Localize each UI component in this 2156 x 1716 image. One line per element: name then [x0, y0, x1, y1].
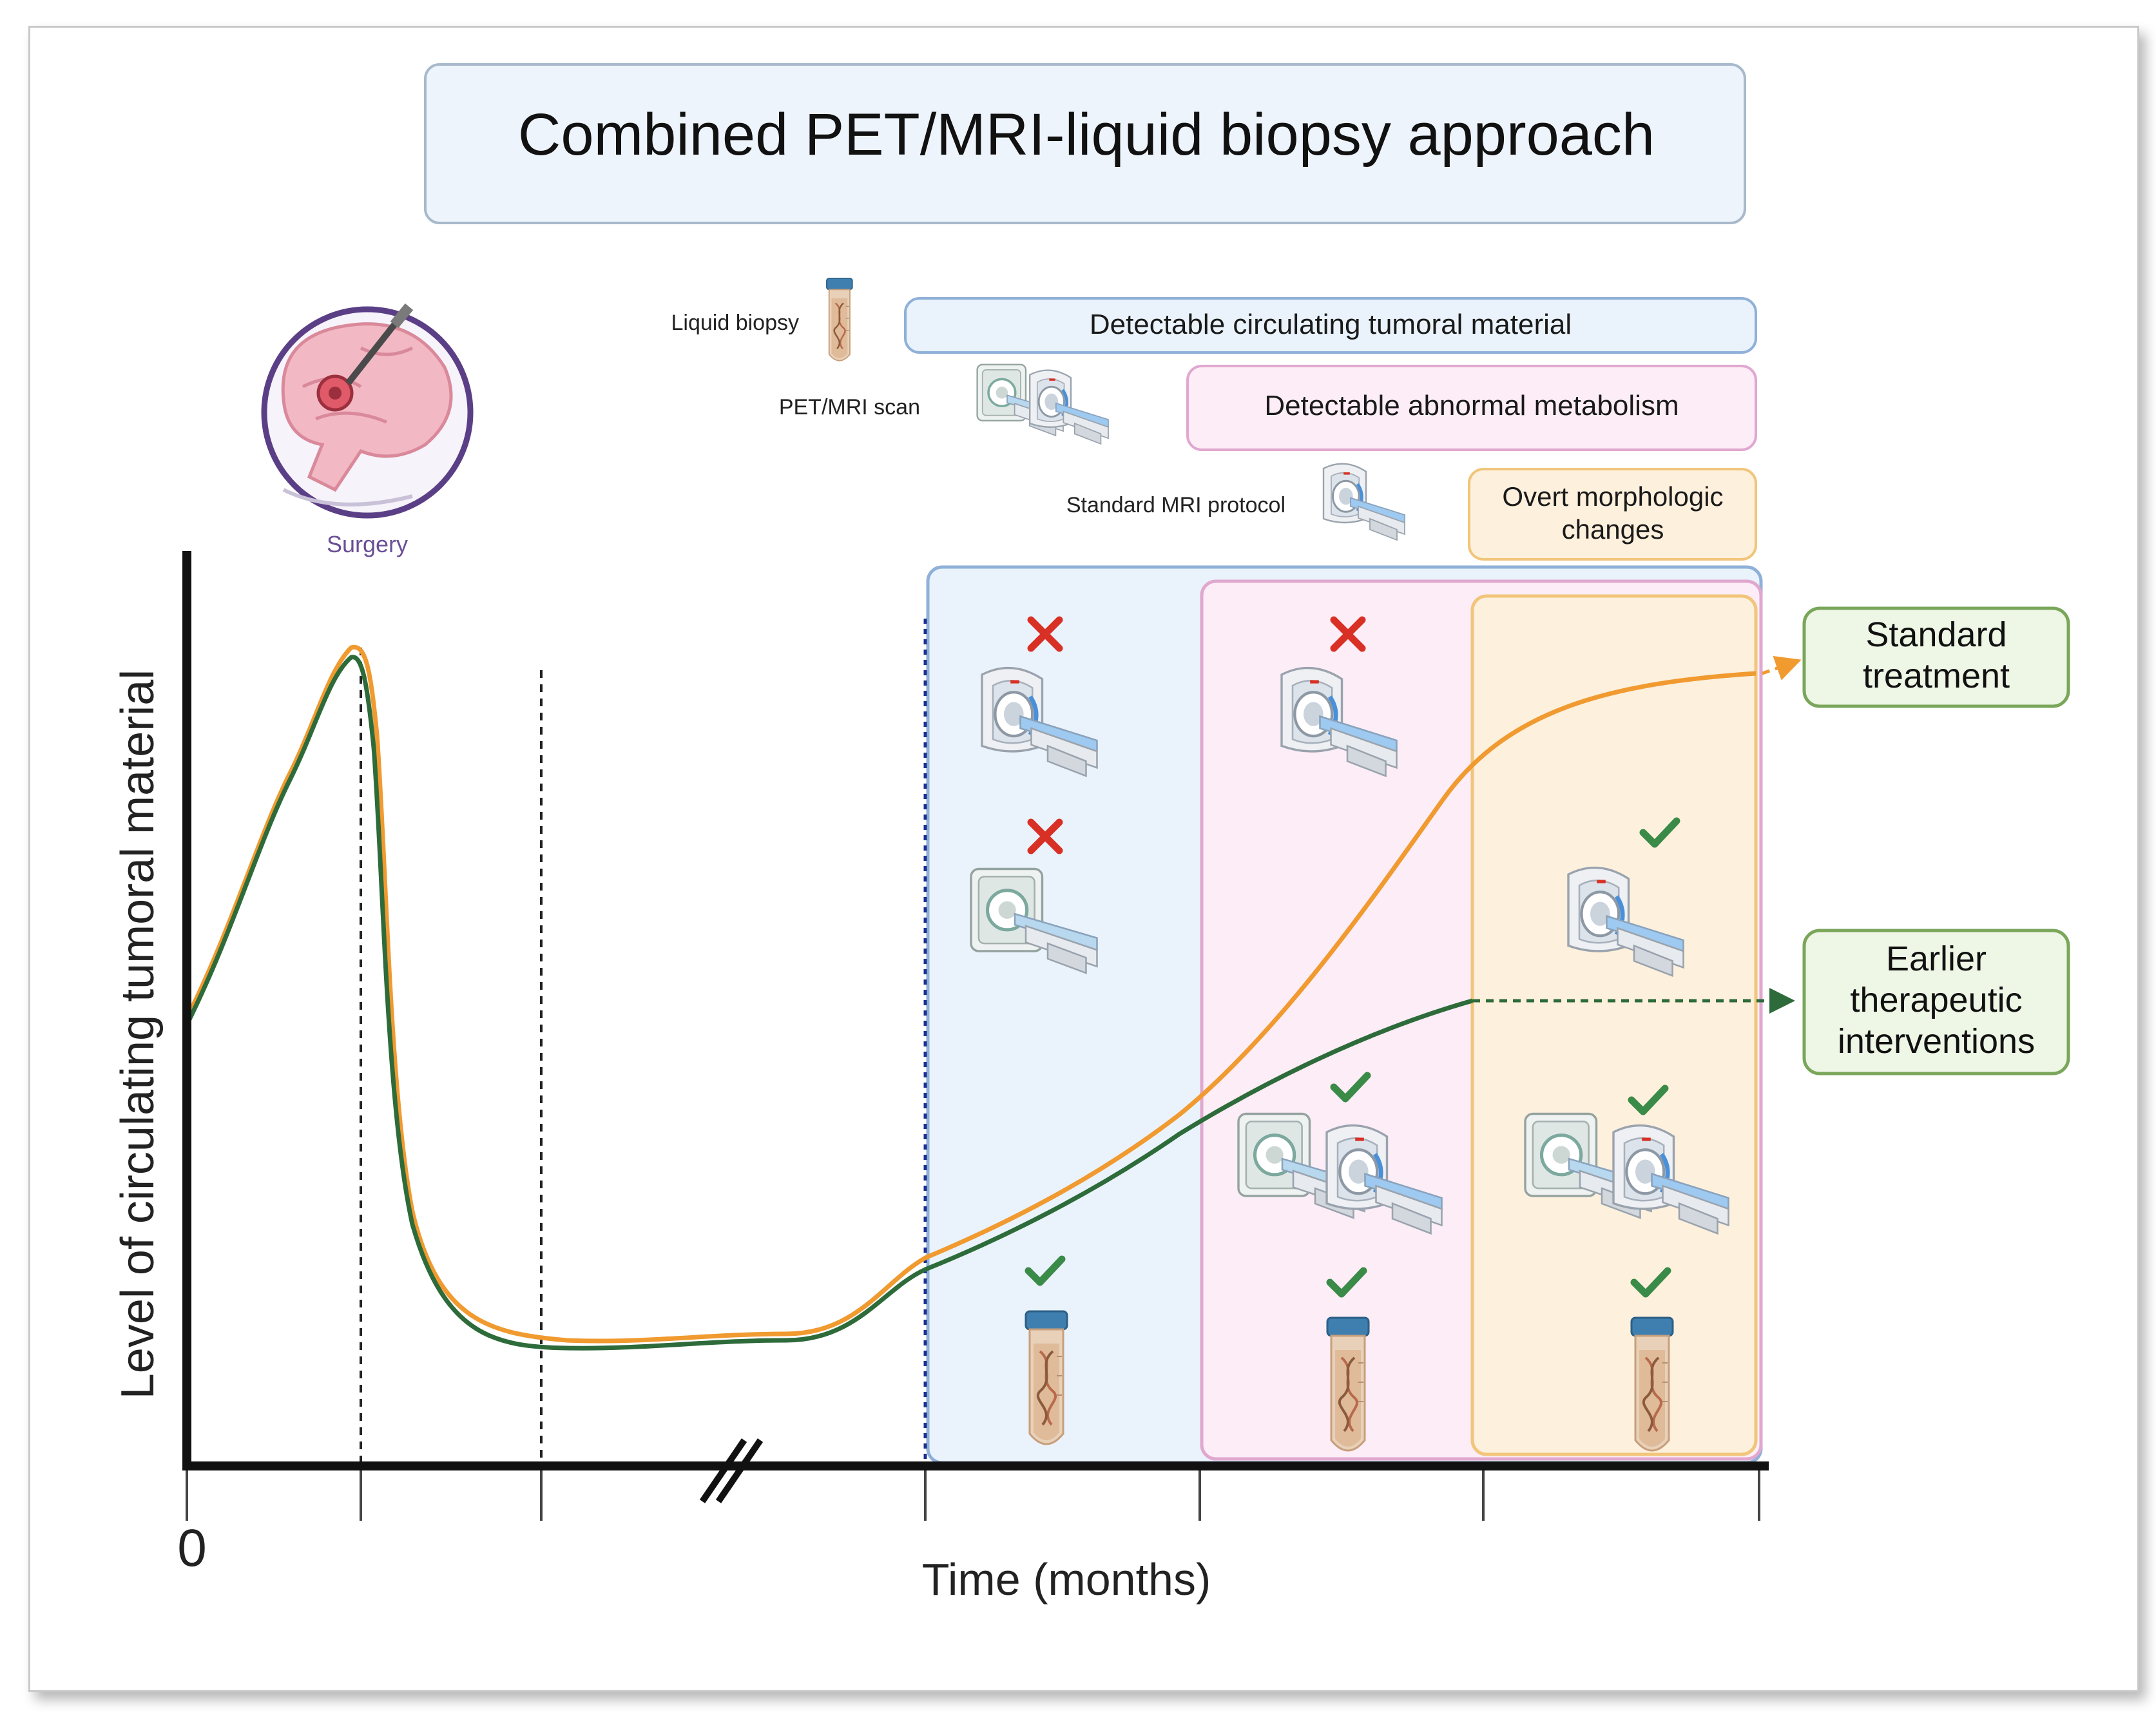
orange-curve: [184, 644, 1757, 1344]
outcome-earlier-line2: therapeutic: [1850, 981, 2022, 1019]
outcome-standard-line1: Standard: [1865, 615, 2007, 654]
blood-tube-icon: [825, 277, 853, 362]
stage3-blood-tube-icon: [1630, 1316, 1674, 1452]
outcome-earlier-line1: Earlier: [1886, 940, 1987, 978]
outcome-earlier-line3: interventions: [1838, 1022, 2035, 1061]
title-box: Combined PET/MRI-liquid biopsy approach: [424, 63, 1746, 224]
band-morphologic-label-line1: Overt morphologic: [1502, 481, 1723, 512]
y-axis-label: Level of circulating tumoral material: [112, 670, 164, 1400]
stage2-blood-tube-icon: [1326, 1316, 1370, 1452]
green-curve: [184, 655, 1473, 1351]
legend-liquid-biopsy-label: Liquid biopsy: [671, 311, 799, 335]
band-morphologic-label-box: Overt morphologic changes: [1468, 468, 1757, 561]
stage1-blood-tube-icon: [1025, 1310, 1068, 1445]
outcome-earlier-intervention-box: Earlier therapeutic interventions: [1802, 929, 2070, 1075]
band-metabolism-label-box: Detectable abnormal metabolism: [1186, 365, 1757, 451]
band-metabolism-label: Detectable abnormal metabolism: [1264, 390, 1679, 421]
outcome-standard-treatment-box: Standard treatment: [1802, 606, 2070, 708]
band-circulating-label-box: Detectable circulating tumoral material: [904, 297, 1757, 354]
legend-pet-mri-label: PET/MRI scan: [779, 395, 920, 419]
x-origin-label: 0: [177, 1519, 207, 1577]
surgery-icon: [261, 303, 474, 519]
axis-break-icon: [699, 1438, 764, 1503]
x-axis-label: Time (months): [922, 1554, 1211, 1605]
diagram-title: Combined PET/MRI-liquid biopsy approach: [518, 102, 1655, 168]
surgery-label: Surgery: [327, 531, 408, 557]
standard-mri-icon: [1323, 464, 1405, 540]
band-morphologic-label-line2: changes: [1562, 514, 1664, 545]
outcome-standard-line2: treatment: [1863, 657, 2010, 695]
band-circulating-label: Detectable circulating tumoral material: [1090, 309, 1572, 340]
stage-panel-morphologic: [1470, 594, 1758, 1456]
standard-treatment-arrow: [1762, 656, 1802, 680]
legend-standard-mri-label: Standard MRI protocol: [1066, 493, 1285, 517]
mri-scanner-icon: [1030, 370, 1108, 443]
